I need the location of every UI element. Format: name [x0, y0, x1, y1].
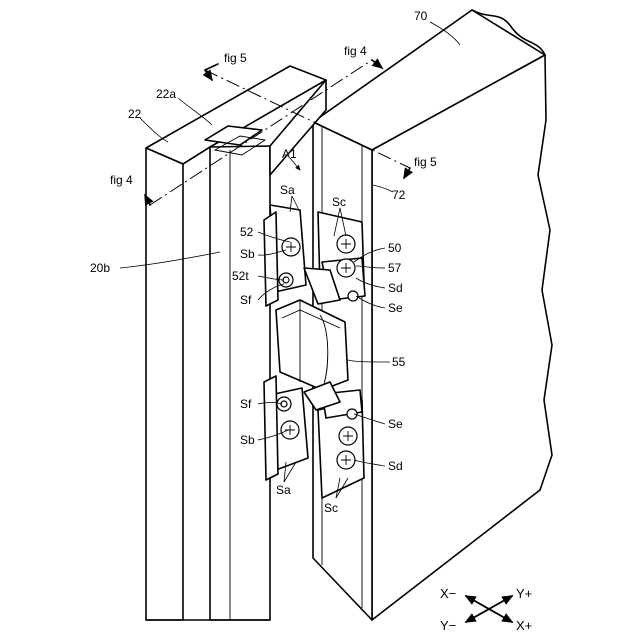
label-sf-top: Sf: [240, 293, 252, 307]
label-plate-door: 50: [388, 241, 402, 255]
label-knuckle: 55: [392, 355, 406, 369]
axis-label-x-minus: X−: [440, 586, 456, 601]
label-door-edge: 72: [392, 188, 406, 202]
door-front-face: [372, 55, 552, 620]
label-sf-bottom: Sf: [240, 397, 252, 411]
label-tab-52t: 52t: [232, 269, 249, 283]
axis-label-x-plus: X+: [516, 618, 532, 633]
label-sd-top: Sd: [388, 281, 403, 295]
screw-icon: [277, 397, 291, 411]
label-sc-top: Sc: [332, 195, 346, 209]
label-frame: 22: [128, 107, 142, 121]
section-label-fig5-right: fig 5: [414, 155, 437, 169]
section-label-fig5-top: fig 5: [224, 51, 247, 65]
label-sb-top: Sb: [240, 247, 255, 261]
section-label-fig4-top: fig 4: [344, 44, 367, 58]
screw-icon: [337, 235, 355, 253]
screw-icon: [347, 409, 357, 419]
label-sd-bottom: Sd: [388, 459, 403, 473]
label-sc-bottom: Sc: [324, 501, 338, 515]
screw-icon: [337, 259, 355, 277]
axis-label-y-minus: Y−: [440, 618, 456, 633]
screw-icon: [281, 421, 299, 439]
screw-icon: [339, 427, 357, 445]
label-plate-frame: 52: [240, 225, 254, 239]
label-se-bottom: Se: [388, 417, 403, 431]
door-panel: [313, 10, 552, 620]
label-sb-bottom: Sb: [240, 433, 255, 447]
label-frame-groove: 22a: [156, 87, 176, 101]
section-label-fig4-left: fig 4: [110, 173, 133, 187]
label-hinge: A1: [282, 147, 297, 161]
fig4-top-arrow-icon: [372, 60, 382, 68]
label-sa-top: Sa: [280, 183, 295, 197]
frame-inner-face: [210, 146, 270, 620]
frame-front-face: [146, 148, 183, 620]
label-part-57: 57: [388, 261, 402, 275]
axis-label-y-plus: Y+: [516, 586, 532, 601]
frame-groove: [205, 126, 262, 145]
axis-indicator: X− Y+ Y− X+: [440, 586, 532, 633]
label-sa-bottom: Sa: [276, 483, 291, 497]
label-se-top: Se: [388, 301, 403, 315]
label-frame-face: 20b: [90, 261, 110, 275]
label-door: 70: [414, 9, 428, 23]
screw-icon: [337, 451, 355, 469]
